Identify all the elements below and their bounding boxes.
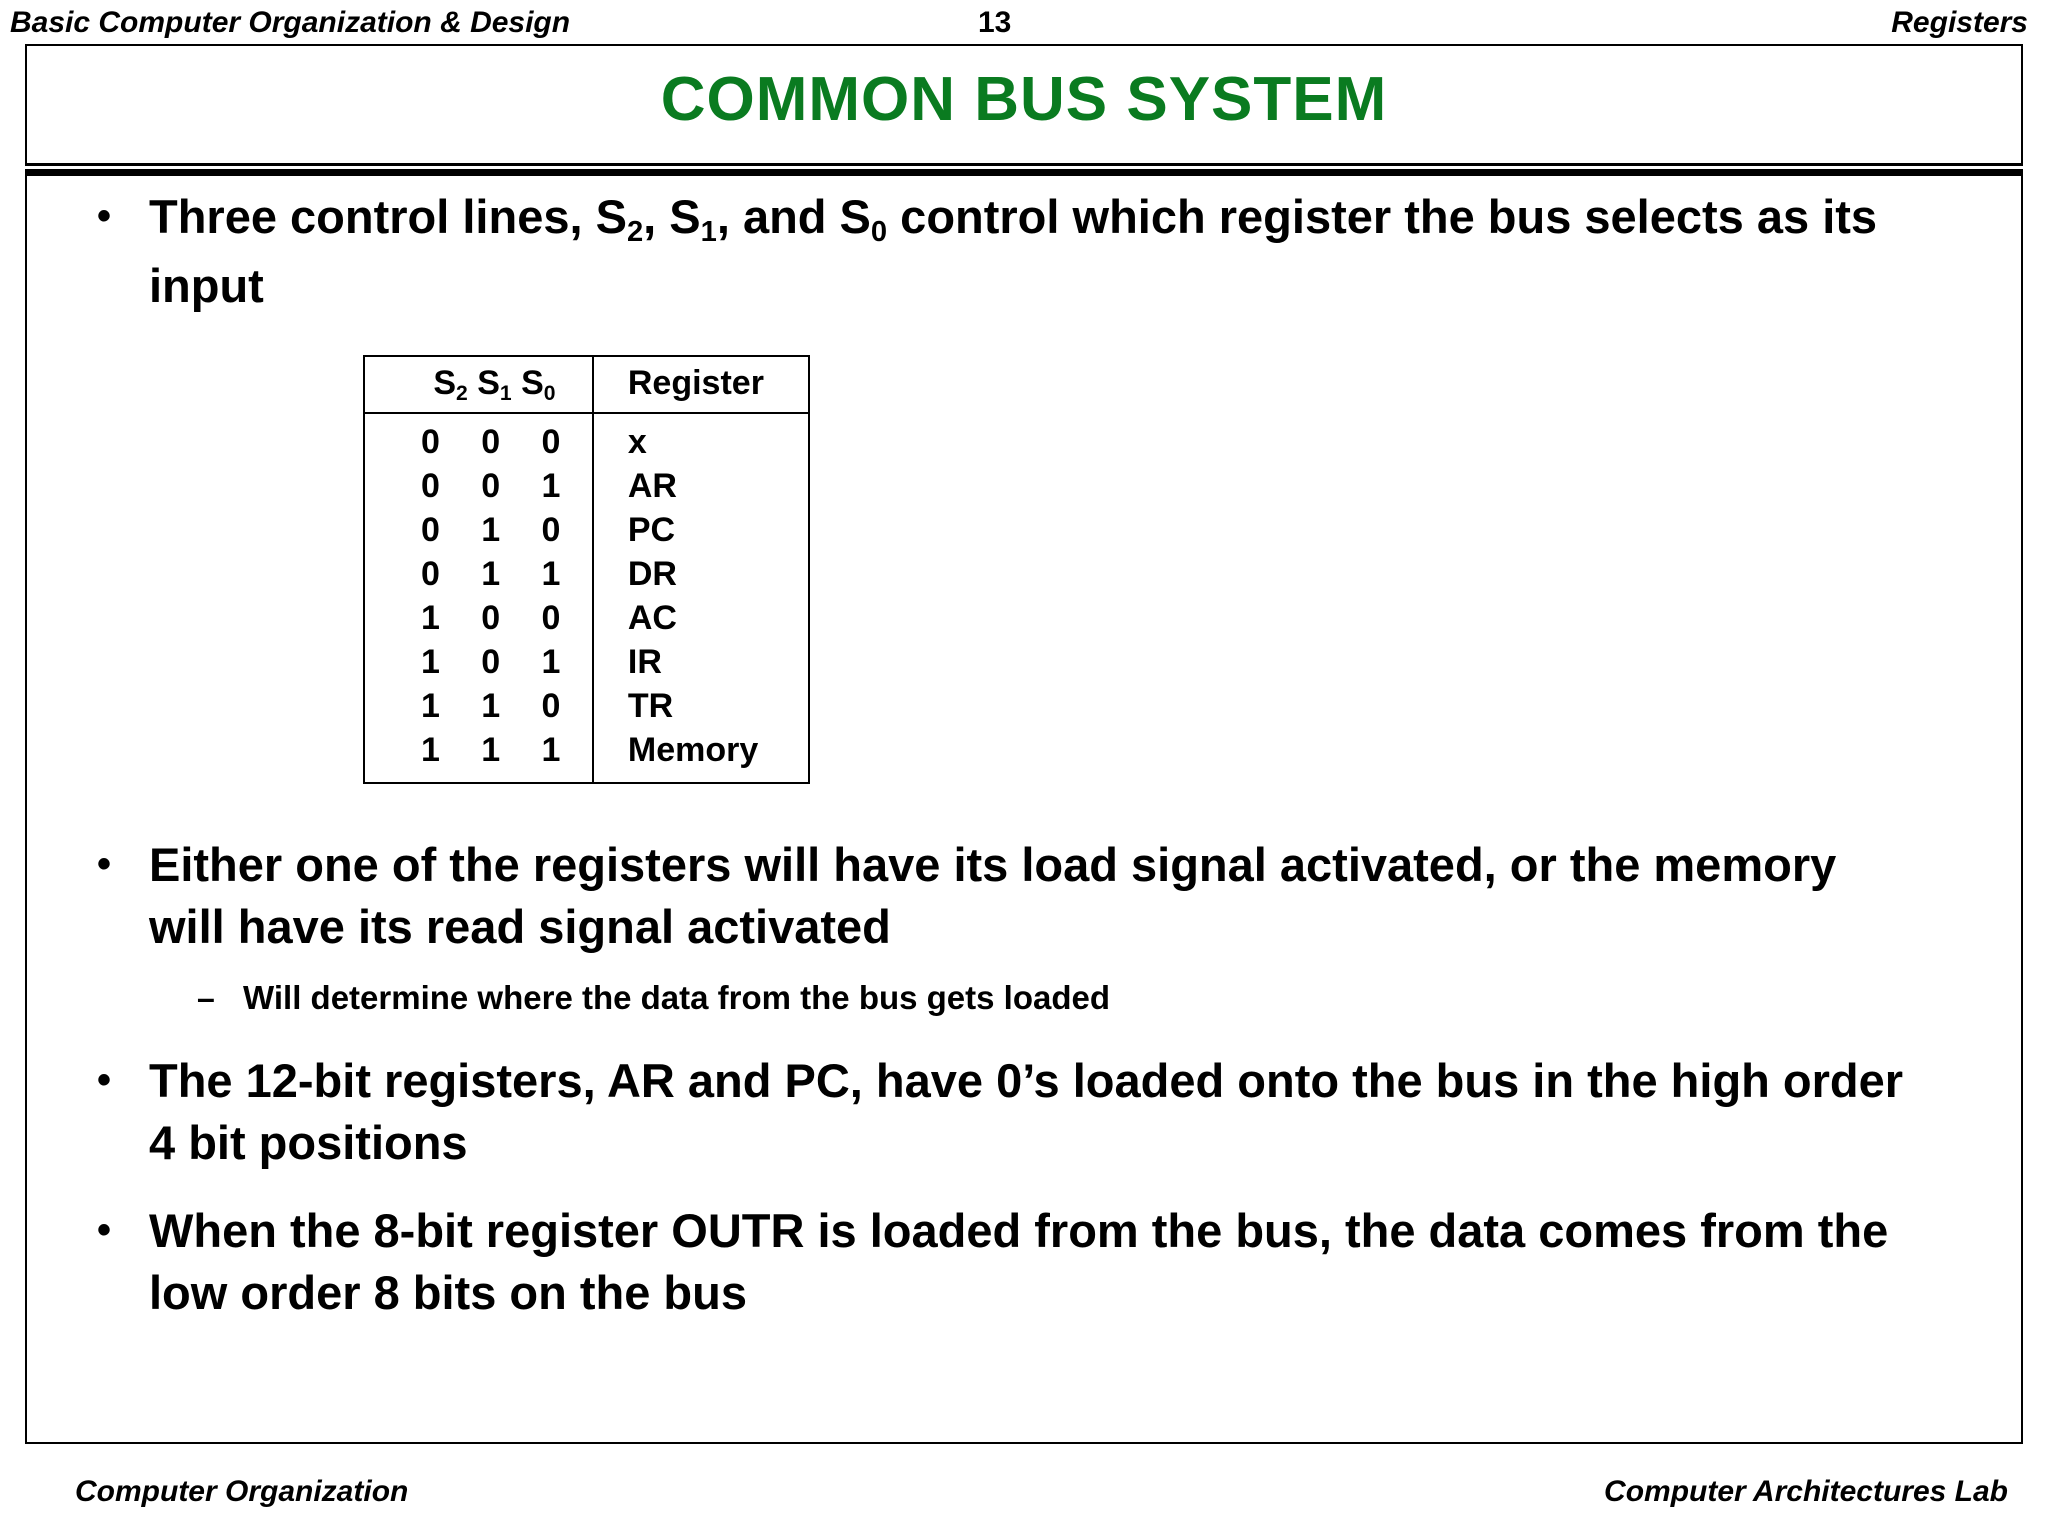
select-line-subscript: 1 bbox=[499, 381, 512, 405]
bullet-marker: • bbox=[97, 1058, 112, 1102]
bullet-item-4: • When the 8-bit register OUTR is loaded… bbox=[27, 1200, 2021, 1324]
spacer bbox=[27, 1024, 2021, 1050]
bullet-marker: • bbox=[97, 842, 112, 886]
divider-thin-line bbox=[25, 163, 2023, 166]
cell-register-name: AC bbox=[627, 599, 677, 637]
subbullet-item-1: – Will determine where the data from the… bbox=[27, 972, 2021, 1024]
select-line-subscript: 0 bbox=[543, 381, 556, 405]
cell-select-bits: 0 1 0 bbox=[364, 508, 594, 552]
table-row: 0 0 0 x bbox=[364, 413, 809, 464]
page-title: COMMON BUS SYSTEM bbox=[660, 65, 1388, 134]
header-course-title: Basic Computer Organization & Design bbox=[10, 6, 571, 39]
bullet-item-2: • Either one of the registers will have … bbox=[27, 834, 2021, 958]
table-row: 0 0 1 AR bbox=[364, 464, 809, 508]
table-row: 0 1 0 PC bbox=[364, 508, 809, 552]
slide-footer: Computer Organization Computer Architect… bbox=[0, 1462, 2048, 1522]
bullet-item-3: • The 12-bit registers, AR and PC, have … bbox=[27, 1050, 2021, 1174]
select-line-base: S bbox=[477, 364, 500, 402]
table-row: 1 0 0 AC bbox=[364, 596, 809, 640]
table-row: 1 1 1 Memory bbox=[364, 728, 809, 783]
footer-lab-label: Computer Architectures Lab bbox=[1604, 1475, 2008, 1508]
title-divider-rule bbox=[25, 163, 2023, 176]
spacer bbox=[27, 1174, 2021, 1200]
cell-select-bits: 1 0 0 bbox=[364, 596, 594, 640]
cell-register-name: AR bbox=[627, 467, 677, 505]
bullet-text-outr-register: When the 8-bit register OUTR is loaded f… bbox=[149, 1204, 1889, 1319]
slide-content: • Three control lines, S2, S1, and S0 co… bbox=[27, 186, 2021, 1324]
table-row: 1 1 0 TR bbox=[364, 684, 809, 728]
subbullet-marker: – bbox=[197, 980, 215, 1016]
table-row: 0 1 1 DR bbox=[364, 552, 809, 596]
bullet-marker: • bbox=[97, 1208, 112, 1252]
slide-header: Basic Computer Organization & Design 13 … bbox=[0, 0, 2048, 46]
cell-register-name: x bbox=[627, 423, 647, 461]
column-header-register: Register bbox=[592, 356, 809, 414]
cell-register-name: Memory bbox=[627, 731, 759, 769]
cell-register-name: IR bbox=[627, 643, 662, 681]
spacer bbox=[27, 958, 2021, 972]
cell-select-bits: 1 1 0 bbox=[364, 684, 594, 728]
select-line-base: S bbox=[433, 364, 457, 402]
subscript: 1 bbox=[700, 216, 717, 249]
cell-select-bits: 0 0 0 bbox=[364, 413, 594, 464]
divider-gap bbox=[25, 166, 2023, 169]
cell-select-bits: 0 0 1 bbox=[364, 464, 594, 508]
cell-register-name: PC bbox=[627, 511, 676, 549]
cell-register-name: DR bbox=[627, 555, 677, 593]
cell-select-bits: 1 0 1 bbox=[364, 640, 594, 684]
header-page-number: 13 bbox=[978, 6, 1012, 39]
bullet-marker: • bbox=[97, 194, 112, 238]
subbullet-text-determine-destination: Will determine where the data from the b… bbox=[243, 979, 1111, 1016]
spacer bbox=[27, 784, 2021, 834]
divider-thick-line bbox=[25, 169, 2023, 176]
subscript: 2 bbox=[626, 216, 644, 249]
table-row: 1 0 1 IR bbox=[364, 640, 809, 684]
column-header-select-lines: S2 S1 S0 bbox=[364, 356, 594, 414]
slide-body-frame: COMMON BUS SYSTEM • Three control lines,… bbox=[25, 44, 2023, 1444]
select-line-subscript: 2 bbox=[456, 381, 468, 405]
table-body: 0 0 0 x 0 0 1 AR 0 1 0 PC 0 1 1 DR 1 0 0 AC 1 0 1 I… bbox=[364, 413, 809, 783]
select-line-base: S bbox=[521, 364, 544, 402]
bullet-text-load-signal: Either one of the registers will have it… bbox=[149, 838, 1837, 953]
subscript: 0 bbox=[870, 216, 888, 249]
table-head: S2 S1 S0 Register bbox=[364, 356, 809, 414]
table-header-row: S2 S1 S0 Register bbox=[364, 356, 809, 414]
header-section-label: Registers bbox=[1891, 6, 2028, 39]
bullet-item-1: • Three control lines, S2, S1, and S0 co… bbox=[27, 186, 2021, 317]
cell-select-bits: 1 1 1 bbox=[364, 728, 594, 783]
footer-course-label: Computer Organization bbox=[75, 1475, 409, 1508]
cell-register-name: TR bbox=[627, 687, 674, 725]
cell-select-bits: 0 1 1 bbox=[364, 552, 594, 596]
bullet-text-control-lines: Three control lines, S2, S1, and S0 cont… bbox=[149, 190, 1878, 312]
bullet-text-12bit-registers: The 12-bit registers, AR and PC, have 0’… bbox=[149, 1054, 1904, 1169]
